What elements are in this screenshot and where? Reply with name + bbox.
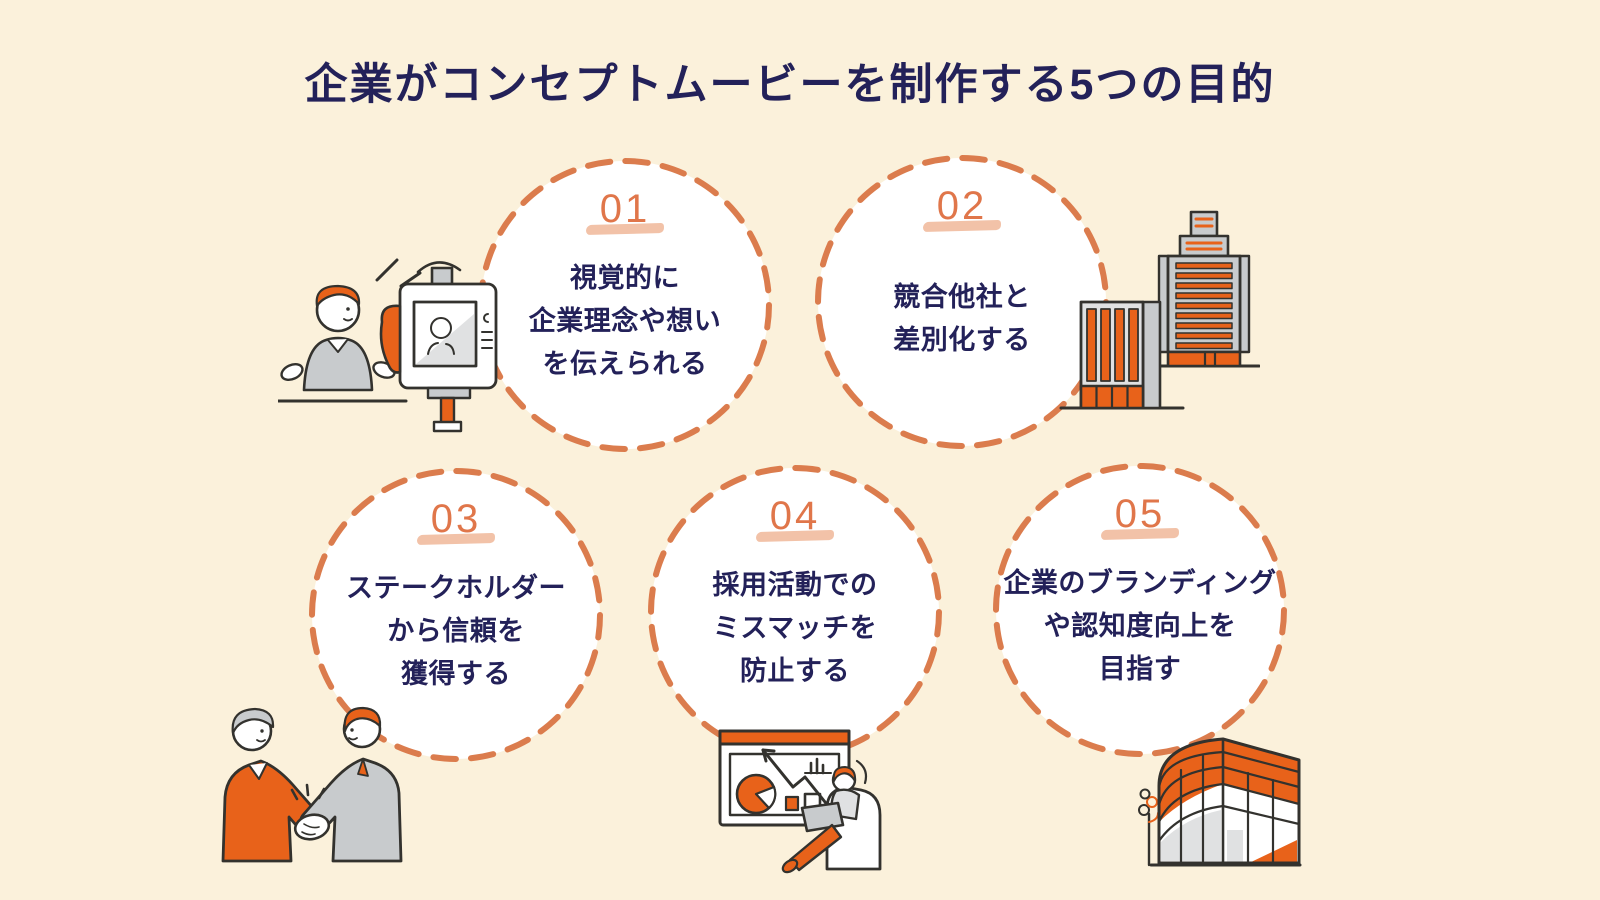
- purpose-text: 企業のブランディング や認知度向上を 目指す: [992, 562, 1288, 692]
- purpose-text-line: 防止する: [740, 656, 850, 687]
- video-interview-illustration: [278, 258, 498, 433]
- modern-corporate-building-illustration: [1138, 737, 1302, 867]
- purpose-text-line: 差別化する: [893, 325, 1031, 355]
- purpose-text-line: 目指す: [1098, 654, 1182, 685]
- purpose-number: 05: [1114, 492, 1166, 536]
- purpose-text-line: や認知度向上を: [1043, 611, 1237, 642]
- purpose-text: 視覚的に 企業理念や想い を伝えられる: [477, 257, 773, 387]
- purpose-text: ステークホルダー から信頼を 獲得する: [308, 567, 604, 697]
- purpose-circle-05: 05 企業のブランディング や認知度向上を 目指す: [992, 462, 1288, 758]
- number-block: 04: [647, 494, 943, 543]
- purpose-text: 競合他社と 差別化する: [814, 276, 1110, 362]
- charts-and-laptop-person-illustration: [718, 729, 882, 874]
- number-block: 02: [814, 184, 1110, 233]
- purpose-text-line: から信頼を: [387, 616, 525, 647]
- purpose-circle-04: 04 採用活動での ミスマッチを 防止する: [647, 464, 943, 760]
- dashed-ring: [993, 463, 1287, 757]
- dashed-ring: [309, 468, 603, 762]
- page-title: 企業がコンセプトムービーを制作する5つの目的: [304, 61, 1276, 109]
- office-buildings-illustration: [1059, 210, 1260, 410]
- number-block: 03: [308, 497, 604, 546]
- purpose-text: 採用活動での ミスマッチを 防止する: [647, 564, 943, 694]
- purpose-number: 02: [936, 184, 988, 228]
- number-block: 01: [477, 187, 773, 236]
- purpose-text-line: を伝えられる: [542, 349, 708, 380]
- number-block: 05: [992, 492, 1288, 541]
- purpose-number: 03: [430, 497, 482, 541]
- purpose-text-line: 視覚的に: [570, 263, 680, 294]
- purpose-text-line: 獲得する: [401, 659, 511, 690]
- purpose-text-line: 競合他社と: [893, 281, 1031, 312]
- purpose-circle-03: 03 ステークホルダー から信頼を 獲得する: [308, 467, 604, 763]
- purpose-circle-01: 01 視覚的に 企業理念や想い を伝えられる: [477, 157, 773, 453]
- purpose-text-line: ステークホルダー: [346, 573, 566, 604]
- purpose-number: 01: [599, 187, 651, 231]
- purpose-text-line: 企業理念や想い: [528, 306, 722, 337]
- purpose-text-line: 採用活動での: [712, 570, 878, 601]
- purpose-text-line: 企業のブランディング: [1003, 568, 1277, 599]
- businessmen-handshake-illustration: [221, 706, 403, 863]
- purpose-text-line: ミスマッチを: [712, 613, 878, 644]
- purpose-number: 04: [769, 494, 821, 538]
